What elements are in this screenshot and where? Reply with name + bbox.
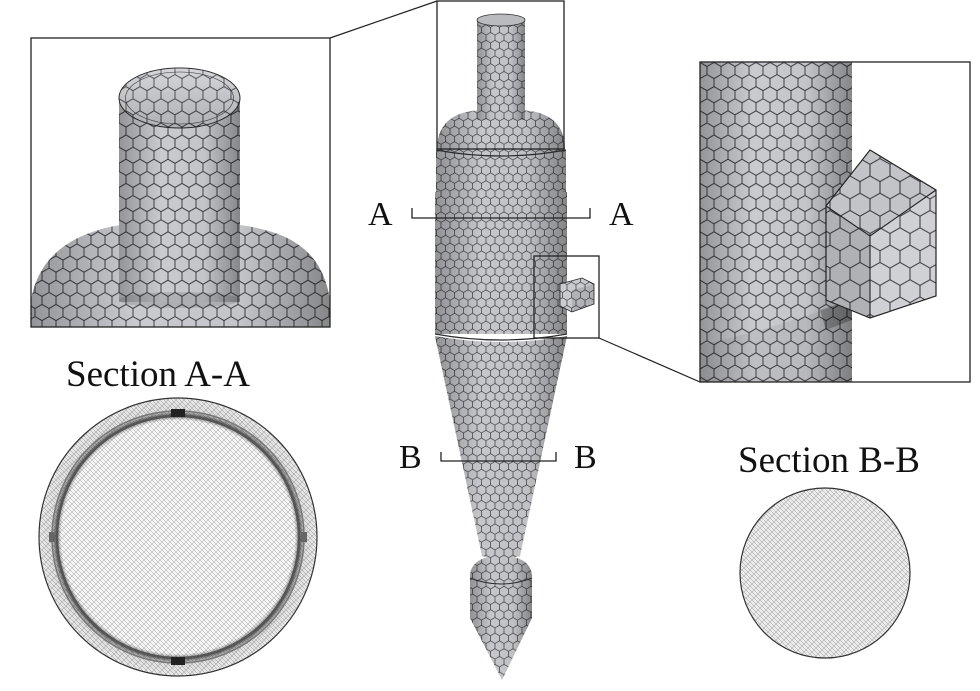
cut-label-b-left: B	[399, 439, 422, 476]
zoom-panel-outlet	[31, 38, 330, 327]
cut-line-a	[411, 208, 591, 219]
inlet-duct	[559, 277, 595, 313]
cyclone-mesh-model	[434, 13, 595, 680]
section-a-disc	[38, 397, 318, 677]
cut-line-b	[440, 452, 557, 462]
section-b-title: Section B-B	[738, 440, 920, 481]
section-b-disc	[739, 487, 911, 659]
section-a-title: Section A-A	[66, 354, 250, 395]
zoom-panel-inlet	[700, 62, 970, 382]
zoom-frame-inlet	[533, 255, 600, 339]
cut-label-a-left: A	[368, 196, 393, 233]
connector-inlet-right	[598, 337, 701, 383]
connector-top-left	[329, 0, 438, 39]
zoom-frame-top	[436, 0, 565, 150]
cut-label-b-right: B	[574, 439, 597, 476]
outlet-tube-top	[476, 13, 526, 27]
cut-label-a-right: A	[609, 196, 634, 233]
